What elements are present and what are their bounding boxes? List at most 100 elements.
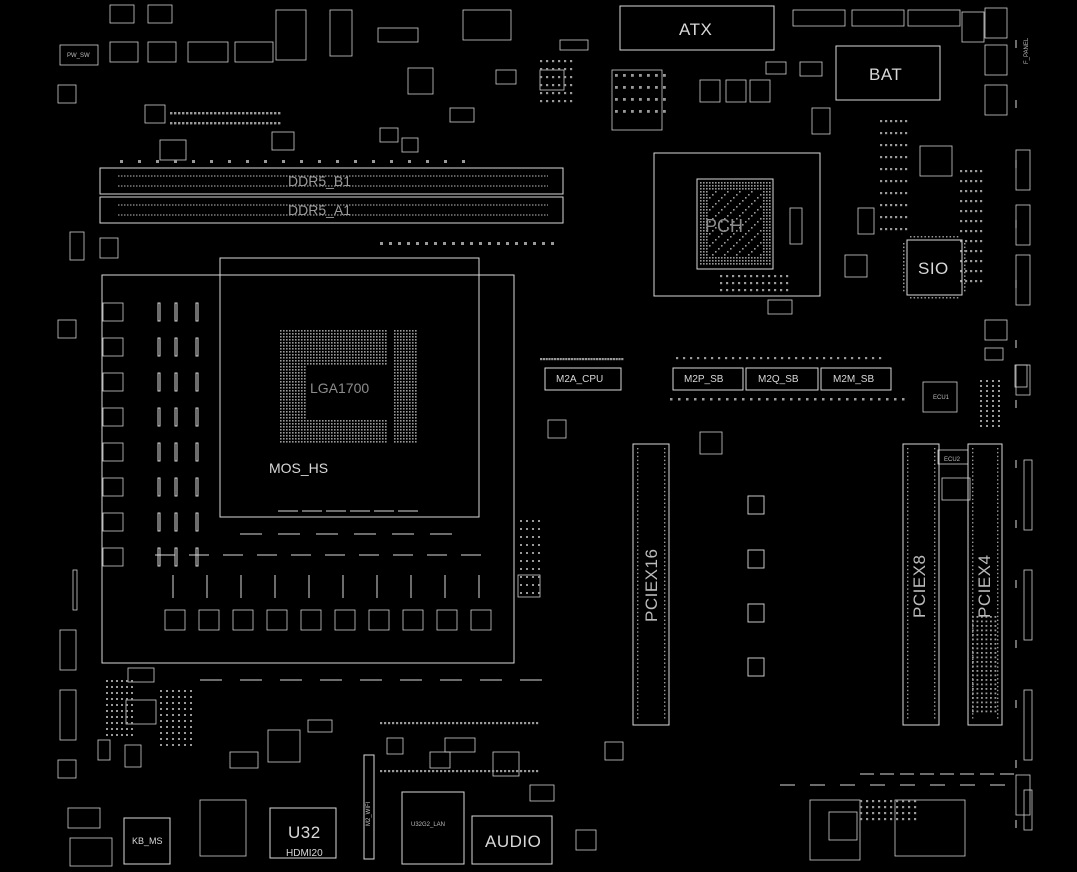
passive (131, 710, 133, 712)
cpu-pin (400, 411, 402, 413)
pcie-pin (907, 650, 909, 653)
cpu-pin (292, 366, 294, 368)
header-pin (985, 665, 988, 668)
cpu-pin (331, 423, 333, 425)
cpu-pin (331, 360, 333, 362)
cpu-pin (289, 438, 291, 440)
passive (538, 544, 540, 546)
passive (886, 398, 889, 401)
cpu-pin (295, 363, 297, 365)
passive (111, 722, 113, 724)
cpu-pin (403, 339, 405, 341)
cpu-pin (331, 342, 333, 344)
cpu-pin (406, 423, 408, 425)
cpu-pin (394, 405, 396, 407)
pcie-pin (664, 717, 666, 719)
cpu-pin (331, 348, 333, 350)
passive (570, 358, 573, 361)
passive (198, 112, 201, 115)
passive (965, 280, 968, 283)
pch-ball (700, 251, 702, 253)
cpu-pin (283, 411, 285, 413)
passive (532, 544, 534, 546)
pch-ball (706, 188, 708, 190)
pcie-pin (934, 635, 936, 637)
cpu-pin (364, 351, 366, 353)
pcie-pin (972, 545, 974, 547)
pcie-pin (934, 576, 936, 579)
cpu-pin (403, 369, 405, 371)
pcie-pin (997, 553, 999, 555)
cpu-pin (334, 336, 336, 338)
pcie-pin (997, 529, 999, 532)
cpu-pin (313, 330, 315, 332)
pcie-pin (972, 483, 974, 485)
cpu-pin (319, 351, 321, 353)
cpu-pin (325, 330, 327, 332)
cpu-pin (409, 384, 411, 386)
component (1023, 569, 1033, 641)
cpu-pin (343, 438, 345, 440)
cpu-pin (397, 435, 399, 437)
pcie-pin (664, 611, 666, 614)
passive (965, 190, 968, 193)
cpu-pin (412, 423, 414, 425)
passive (210, 160, 213, 163)
pcie-pin (664, 697, 666, 699)
pch-ball (709, 245, 711, 247)
cpu-pin (412, 378, 414, 380)
cpu-pin (385, 441, 387, 443)
passive (587, 358, 590, 361)
pch-ball (700, 200, 702, 202)
cpu-pin (415, 423, 417, 425)
pcie-pin (637, 510, 639, 512)
cpu-pin (295, 372, 297, 374)
passive (980, 415, 982, 417)
passive (768, 282, 771, 285)
header-pin (994, 701, 997, 704)
cpu-pin (385, 426, 387, 428)
cpu-pin (280, 351, 282, 353)
passive (908, 818, 911, 821)
cpu-pin (280, 393, 282, 395)
cpu-pin (400, 423, 402, 425)
cpu-pin (373, 363, 375, 365)
pch-ball (739, 257, 741, 259)
cpu-pin (364, 342, 366, 344)
passive (902, 812, 905, 815)
passive (184, 690, 186, 692)
cpu-pin (307, 330, 309, 332)
cpu-pin (301, 408, 303, 410)
cpu-pin (319, 432, 321, 434)
cpu-pin (376, 423, 378, 425)
pch-ball (736, 188, 738, 190)
cpu-pin (301, 402, 303, 404)
passive (178, 726, 180, 728)
cpu-pin (328, 438, 330, 440)
cpu-pin (310, 345, 312, 347)
pch-ball (769, 197, 771, 199)
cpu-pin (283, 429, 285, 431)
cpu-pin (403, 405, 405, 407)
cpu-pin (280, 420, 282, 422)
passive (412, 722, 415, 725)
passive (278, 122, 281, 125)
cpu-pin (328, 336, 330, 338)
pch-ball (703, 218, 705, 220)
cpu-pin (403, 429, 405, 431)
pcie-pin (997, 643, 999, 645)
pcie-pin (997, 717, 999, 719)
passive (456, 770, 459, 773)
pch-ball (748, 230, 750, 232)
cpu-pin (292, 330, 294, 332)
u32-label: U32 (288, 823, 321, 842)
header-pin (994, 683, 997, 686)
cpu-pin (298, 351, 300, 353)
cpu-pin (343, 429, 345, 431)
pch-ball (712, 188, 714, 190)
cpu-pin (367, 432, 369, 434)
cpu-pin (298, 429, 300, 431)
cpu-pin (376, 438, 378, 440)
cpu-pin (313, 420, 315, 422)
component (386, 737, 404, 755)
